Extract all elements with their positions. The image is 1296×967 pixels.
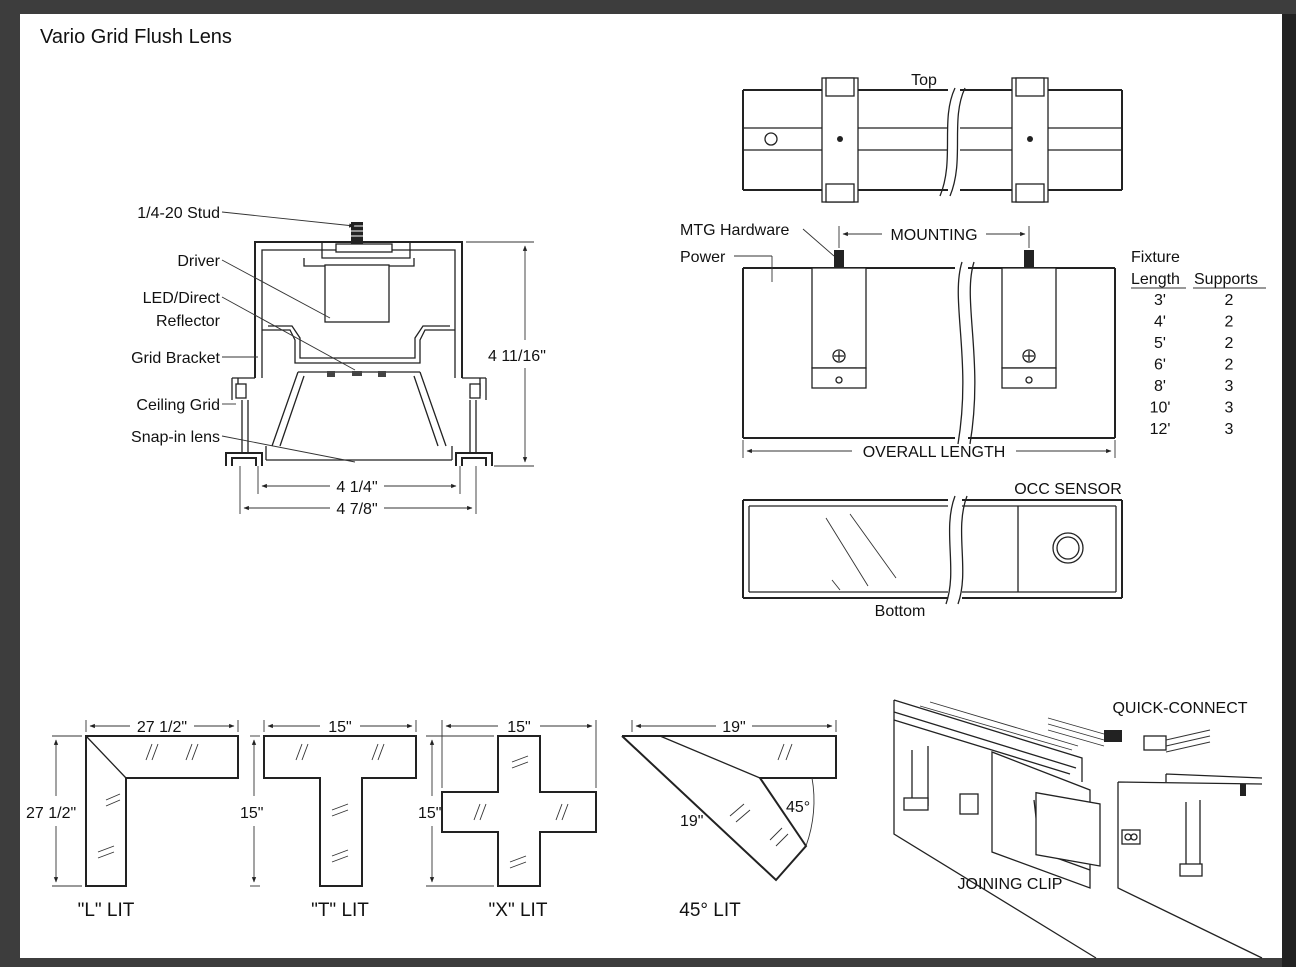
dim-l-height: 27 1/2"	[26, 805, 76, 822]
dim-l-width: 27 1/2"	[137, 719, 187, 736]
label-driver: Driver	[177, 253, 220, 270]
dim-45-diag: 19"	[680, 813, 703, 830]
page-title: Vario Grid Flush Lens	[40, 26, 232, 48]
label-joining-clip: JOINING CLIP	[958, 876, 1063, 893]
table-header-fixture: Fixture	[1131, 249, 1180, 266]
label-bottom: Bottom	[875, 603, 926, 620]
label-mtg-hardware: MTG Hardware	[680, 222, 789, 239]
label-stud: 1/4-20 Stud	[137, 205, 220, 222]
config-x-lit: 15" 15" "X" LIT	[418, 719, 597, 921]
top-view: Top	[742, 72, 1123, 203]
config-45-lit: 19" 45° 19" 45° LIT	[621, 719, 837, 921]
label-quick-connect: QUICK-CONNECT	[1112, 700, 1247, 717]
dim-t-height: 15"	[240, 805, 263, 822]
table-cell-supports: 2	[1225, 357, 1234, 374]
table-cell-length: 12'	[1150, 421, 1171, 438]
label-power: Power	[680, 249, 726, 266]
dim-t-width: 15"	[328, 719, 351, 736]
table-cell-length: 3'	[1154, 292, 1166, 309]
sheet-shadow	[1282, 14, 1296, 967]
label-lens: Snap-in lens	[131, 429, 220, 446]
ceiling-grid-right	[455, 377, 493, 466]
table-cell-supports: 3	[1225, 378, 1234, 395]
occ-sensor-icon	[1052, 532, 1084, 564]
section-view: 1/4-20 Stud Driver LED/Direct Reflector …	[131, 205, 546, 518]
label-reflector-1: LED/Direct	[143, 290, 221, 307]
reflector	[271, 371, 447, 447]
dim-45-angle: 45°	[786, 799, 810, 816]
bottom-view: OCC SENSOR Bottom	[742, 481, 1123, 620]
table-cell-length: 4'	[1154, 314, 1166, 331]
table-cell-length: 8'	[1154, 378, 1166, 395]
config-t-lit: 15" 15" "T" LIT	[240, 719, 417, 921]
label-overall-length: OVERALL LENGTH	[863, 444, 1006, 461]
table-cell-supports: 3	[1225, 421, 1234, 438]
grid-bracket	[262, 329, 455, 364]
top-bracket-2	[1011, 77, 1049, 203]
table-cell-supports: 2	[1225, 314, 1234, 331]
table-cell-length: 6'	[1154, 357, 1166, 374]
snap-in-lens	[265, 446, 453, 461]
mtg-bracket-1	[811, 250, 867, 389]
label-grid-bracket: Grid Bracket	[131, 350, 220, 367]
dim-outer-width: 4 7/8"	[336, 501, 377, 518]
label-ceiling-grid: Ceiling Grid	[136, 397, 220, 414]
label-x-lit: "X" LIT	[489, 900, 548, 921]
table-cell-supports: 2	[1225, 335, 1234, 352]
label-l-lit: "L" LIT	[78, 900, 135, 921]
dim-height: 4 11/16"	[488, 348, 546, 365]
label-t-lit: "T" LIT	[311, 900, 369, 921]
supports-table: Fixture Length Supports 3' 2 4' 2 5' 2 6' 2 8' 3 1…	[1131, 249, 1266, 438]
label-top: Top	[911, 72, 937, 89]
label-reflector-2: Reflector	[156, 313, 221, 330]
dim-x-height: 15"	[418, 805, 441, 822]
stud-icon	[350, 222, 364, 244]
table-col-supports: Supports	[1194, 271, 1258, 288]
joining-clip-icon	[959, 793, 979, 815]
top-bracket-1	[821, 77, 859, 203]
side-view: MTG Hardware Power MOUNTING OVERALL LENG…	[680, 222, 1116, 461]
table-cell-length: 5'	[1154, 335, 1166, 352]
label-occ-sensor: OCC SENSOR	[1014, 481, 1122, 498]
table-cell-supports: 3	[1225, 400, 1234, 417]
table-cell-length: 10'	[1150, 400, 1171, 417]
ceiling-grid-left	[225, 377, 263, 466]
label-45-lit: 45° LIT	[679, 900, 741, 921]
dim-x-width: 15"	[507, 719, 530, 736]
driver-box	[324, 264, 390, 323]
dim-inner-width: 4 1/4"	[336, 479, 377, 496]
connect-illustration: QUICK-CONNECT JOINING CLIP	[893, 699, 1263, 959]
label-mounting: MOUNTING	[890, 227, 977, 244]
table-cell-supports: 2	[1225, 292, 1234, 309]
dim-45-width: 19"	[722, 719, 745, 736]
quick-connect-icon	[1047, 717, 1211, 753]
table-col-length: Length	[1131, 271, 1180, 288]
mtg-bracket-2	[1001, 250, 1057, 389]
config-l-lit: 27 1/2" 27 1/2" "L" LIT	[26, 719, 239, 921]
